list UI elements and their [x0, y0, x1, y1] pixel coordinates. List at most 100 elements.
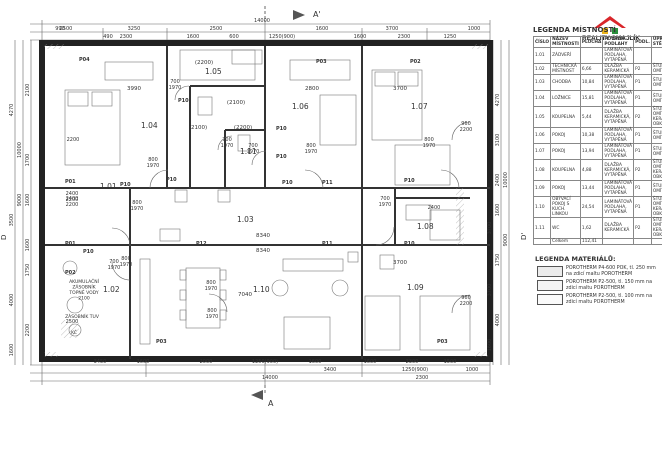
window-tag: P03 [437, 339, 448, 345]
plan-annotation: 8340 [256, 248, 270, 254]
section-a-label: A [268, 399, 274, 408]
dimension-label: 1000 [468, 26, 481, 32]
legend-cell [633, 47, 652, 64]
legend-cell: TECHNICKÁ MÍSTNOST [550, 63, 581, 75]
dimension-label: 1600 [487, 339, 493, 352]
dimension-label: 1250(900) [269, 34, 295, 40]
legend-cell: 1.06 [532, 127, 552, 144]
window-tag: P01 [65, 241, 76, 247]
plan-annotation: 2400 [66, 191, 79, 197]
legend-cell: ŠTUK OMÍTKA, KERAMICKÝ OBKLAD [650, 196, 662, 218]
dimension-label: 2300 [120, 34, 133, 40]
plan-annotation: 1970 [221, 143, 234, 149]
dimension-label: 1600 [316, 26, 329, 32]
legend-cell: P2 [633, 159, 652, 181]
legend-header-cell: POVRCH PODLAHY [602, 36, 635, 48]
window-tag: P11 [322, 241, 333, 247]
legend-cell: LAMINÁTOVÁ PODLAHA, VYTÁPĚNÁ [602, 196, 635, 218]
dimension-label: 3700 [487, 284, 493, 297]
plan-annotation: 1970 [423, 143, 436, 149]
section-d-prime-label: D' [520, 233, 528, 240]
dimension-label: 9000 [17, 194, 23, 207]
window-tag: P10 [282, 180, 293, 186]
legend-cell [633, 238, 652, 245]
legend-cell: POKOJ [550, 127, 581, 144]
dimension-label: 4270 [495, 94, 501, 107]
plan-annotation: 3700 [393, 86, 407, 92]
legend-cell: DLAŽBA KERAMICKÁ [602, 63, 635, 75]
plan-annotation: 2500 [66, 319, 79, 325]
legend-cell: 1.02 [532, 63, 552, 75]
dimension-label: 4000 [9, 294, 15, 307]
plan-annotation: 700 [380, 196, 390, 202]
dimension-label: 3500 [9, 214, 15, 227]
dimension-label: 1250 [444, 34, 457, 40]
legend-cell: LAMINÁTOVÁ PODLAHA, VYTÁPĚNÁ [602, 47, 635, 64]
legend-cell: LAMINÁTOVÁ PODLAHA, VYTÁPĚNÁ [602, 143, 635, 160]
legend-cell: 1.10 [532, 196, 552, 218]
room-number: 1.05 [205, 67, 222, 76]
material-swatch [537, 294, 563, 305]
plan-annotation: 2100 [78, 296, 90, 302]
legend-cell: ŠTUK OMÍTKA [650, 143, 662, 160]
plan-annotation: 1970 [206, 314, 219, 320]
materials-list: POROTHERM P4-600 POK, tl. 250 mm na zdic… [533, 266, 662, 305]
legend-cell: P1 [633, 143, 652, 160]
legend-cell: ŠTUK OMÍTKA [650, 74, 662, 91]
window-tag: P10 [404, 178, 415, 184]
window-tag: P02 [410, 59, 421, 65]
plan-annotation: ZÁSOBNÍK [72, 284, 96, 291]
legend-cell: LAMINÁTOVÁ PODLAHA, VYTÁPĚNÁ [602, 127, 635, 144]
room-number: 1.03 [237, 215, 254, 224]
materials-title: LEGENDA MATERIÁLŮ: [535, 255, 616, 263]
legend-header-cell: PLOCHA [579, 36, 604, 48]
plan-annotation: 8340 [256, 233, 270, 239]
room-number: 1.07 [411, 102, 428, 111]
legend-cell: P1 [633, 90, 652, 107]
plan-annotation: 960 [461, 121, 471, 127]
dimension-label: 600 [229, 34, 239, 40]
legend-cell: 15,81 [579, 90, 604, 107]
interior-walls [45, 46, 490, 359]
plan-annotation: 800 [424, 137, 434, 143]
legend-cell: ŠTUK OMÍTKA [650, 180, 662, 197]
dimension-label: 2500 [60, 26, 73, 32]
window-tag: P01 [65, 179, 76, 185]
legend-cell: DLAŽBA KERAMICKÁ, VYTÁPĚNÁ [602, 159, 635, 181]
room-number: 1.09 [407, 283, 424, 292]
dimension-label: 1600 [495, 204, 501, 217]
plan-annotation: 2200 [460, 127, 473, 133]
legend-cell: KOUPELNA [550, 159, 581, 181]
dimension-label: 1600 [354, 34, 367, 40]
dimension-label: 4270 [9, 104, 15, 117]
plan-annotation: 2200 [66, 202, 79, 208]
dimension-label: 3250 [128, 26, 141, 32]
legend-cell: LAMINÁTOVÁ PODLAHA, VYTÁPĚNÁ [602, 90, 635, 107]
plan-annotation: (2200) [234, 125, 252, 131]
outer-walls [39, 40, 493, 362]
plan-annotation: 1970 [120, 262, 133, 268]
plan-annotation: 1970 [147, 163, 160, 169]
legend-cell: 5,44 [579, 106, 604, 128]
legend-cell [650, 238, 662, 245]
legend-cell [602, 238, 635, 245]
window-tag: P02 [65, 270, 76, 276]
plan-annotation: 3700 [393, 260, 407, 266]
plan-annotation: 1970 [108, 265, 121, 271]
house-logo-icon [594, 16, 626, 34]
plan-annotation: 2400 [428, 205, 441, 211]
legend-cell: 1.09 [532, 180, 552, 197]
legend-header-cell: NÁZEV MÍSTNOSTI [550, 36, 581, 48]
legend-cell: 24,54 [579, 196, 604, 218]
plan-annotation: 700 [222, 137, 232, 143]
dimension-label: 2300 [398, 34, 411, 40]
plan-annotation: 800 [206, 280, 216, 286]
plan-annotation: 960 [461, 295, 471, 301]
